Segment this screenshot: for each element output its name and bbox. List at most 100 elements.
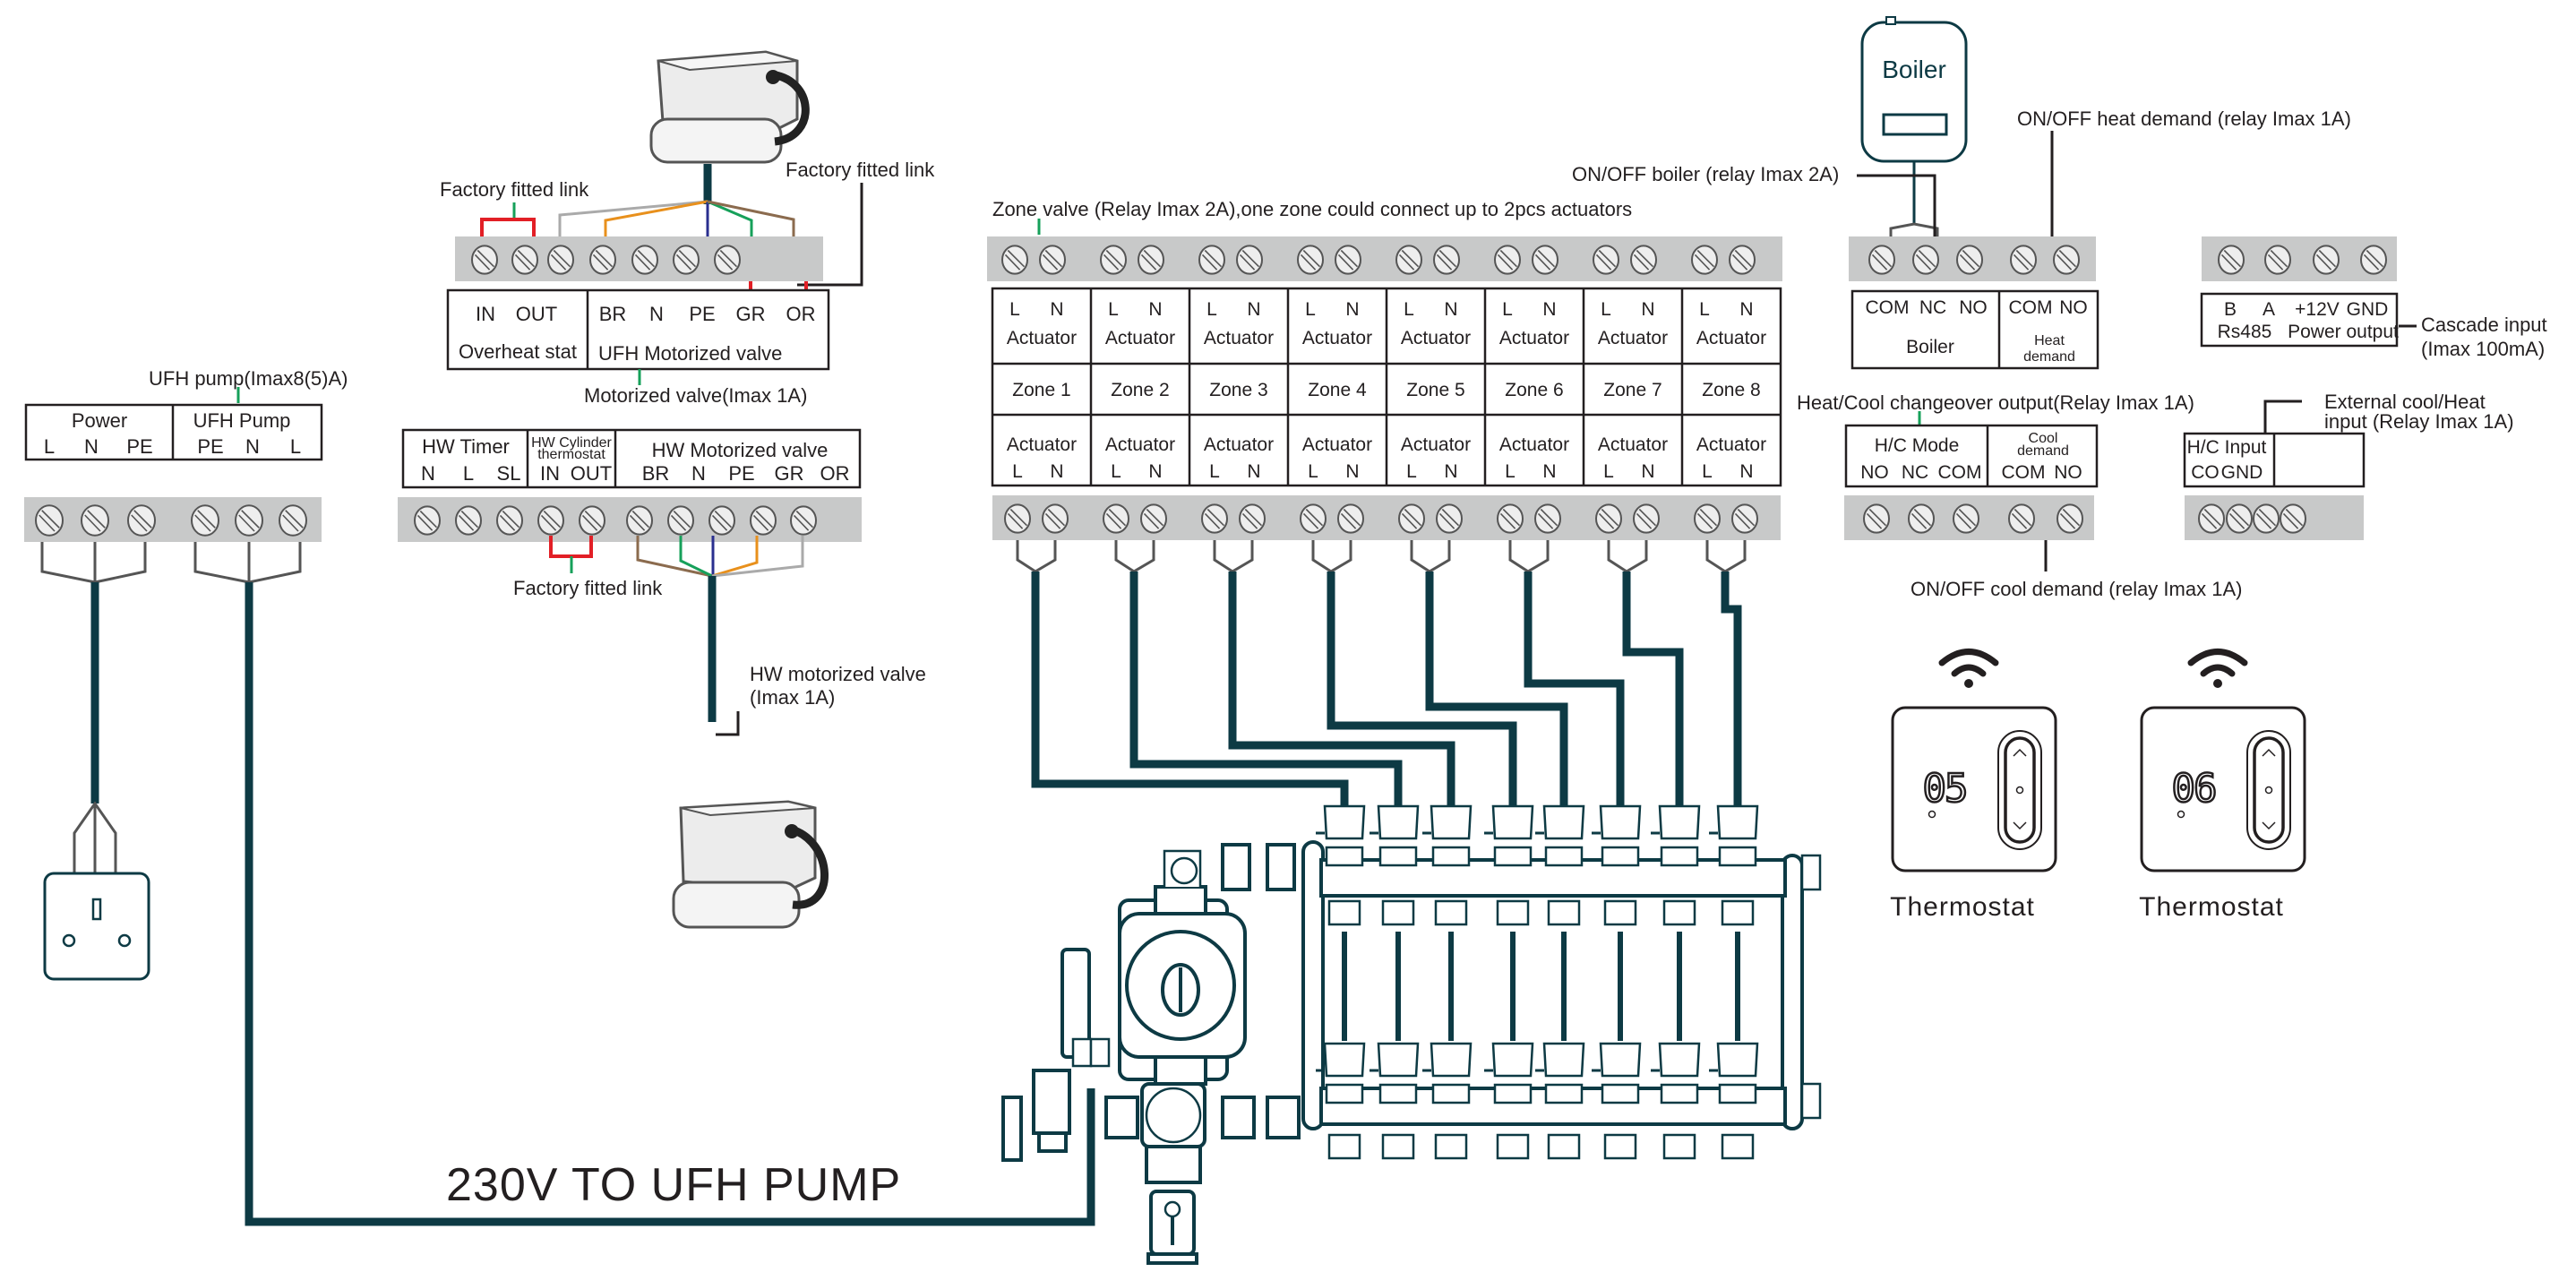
terminal-label: SL xyxy=(497,462,521,485)
hc-input-title: H/C Input xyxy=(2187,437,2267,458)
terminal-screw-icon xyxy=(2010,245,2037,275)
terminal-label: NC xyxy=(1902,462,1928,483)
cool-demand-callout: ON/OFF cool demand (relay Imax 1A) xyxy=(1911,578,2242,600)
motorized-valve-callout: Motorized valve(Imax 1A) xyxy=(584,384,807,407)
manifold-actuator-icon xyxy=(1422,804,1473,1160)
zone-cable xyxy=(1410,540,1568,806)
wifi-icon xyxy=(1938,649,1999,688)
zone-cable xyxy=(1016,540,1349,806)
terminal-screws xyxy=(471,245,741,275)
chevron-down-icon[interactable] xyxy=(2013,821,2027,830)
pump-voltage-label: 230V TO UFH PUMP xyxy=(446,1159,901,1211)
thermostat-body xyxy=(1891,706,2057,872)
terminal-screw-icon xyxy=(2360,245,2387,275)
terminal-screw-icon xyxy=(790,505,817,536)
terminal-label: OUT xyxy=(571,462,612,485)
terminal-label: N xyxy=(1542,299,1556,320)
terminal-screw-icon xyxy=(1395,245,1422,275)
select-button-icon[interactable] xyxy=(2264,786,2273,795)
terminal-screw-icon xyxy=(414,505,441,536)
power-block: UFH pump(Imax8(5)A) Power L N PE UFH Pum… xyxy=(24,367,348,542)
terminal-screw-icon xyxy=(81,504,109,537)
terminal-label: IN xyxy=(540,462,560,485)
terminal-screw-icon xyxy=(1595,503,1622,534)
hw-label-box xyxy=(401,428,862,489)
ufh-pump-cable: 230V TO UFH PUMP xyxy=(193,542,1095,1226)
chevron-up-icon[interactable] xyxy=(2262,748,2276,757)
terminal-label: N xyxy=(1148,299,1162,320)
terminal-label: L xyxy=(1505,461,1516,482)
terminal-label: NO xyxy=(2059,297,2088,318)
select-button-icon[interactable] xyxy=(2015,786,2024,795)
ufh-valve-label-box xyxy=(446,288,830,371)
wifi-icon xyxy=(2187,649,2248,688)
thermostat-control-pad[interactable] xyxy=(2246,730,2291,850)
terminal-label: GND xyxy=(2221,462,2263,483)
terminal-screw-icon xyxy=(1335,245,1361,275)
hw-valve-callout-imax: (Imax 1A) xyxy=(750,686,835,709)
terminal-label: A xyxy=(2263,299,2275,320)
terminal-screw-icon xyxy=(455,505,482,536)
terminal-screw-icon xyxy=(1863,503,1890,534)
terminal-label: N xyxy=(1641,299,1654,320)
terminal-label: N xyxy=(245,435,260,458)
terminal-screw-icon xyxy=(279,504,307,537)
terminal-label: N xyxy=(421,462,435,485)
heat-demand-title: Heat xyxy=(2034,333,2065,348)
terminal-label: N xyxy=(84,435,99,458)
terminal-screw-icon xyxy=(1042,503,1069,534)
hw-motorized-valve-title: HW Motorized valve xyxy=(652,439,829,461)
terminal-label: L xyxy=(290,435,301,458)
boiler-relay-callout: ON/OFF boiler (relay Imax 2A) xyxy=(1572,163,1839,185)
terminal-label: BR xyxy=(599,303,627,325)
terminal-label: N xyxy=(1444,299,1457,320)
terminal-label: OUT xyxy=(516,303,557,325)
terminal-screw-icon xyxy=(750,505,777,536)
external-input-callout: External cool/Heat xyxy=(2324,391,2486,413)
terminal-screw-icon xyxy=(1532,245,1558,275)
manifold-actuator-icon xyxy=(1592,804,1642,1160)
terminal-screw-icon xyxy=(1103,503,1129,534)
chevron-down-icon[interactable] xyxy=(2262,821,2276,830)
terminal-screw-icon xyxy=(35,504,64,537)
hc-changeover-callout: Heat/Cool changeover output(Relay Imax 1… xyxy=(1797,391,2194,414)
terminal-screw-icon xyxy=(235,504,263,537)
power-output-label: Power output xyxy=(2288,322,2399,342)
terminal-label: L xyxy=(1111,461,1121,482)
terminal-screw-icon xyxy=(2008,503,2035,534)
actuator-label: Actuator xyxy=(1204,434,1274,455)
terminal-label: N xyxy=(1345,299,1359,320)
terminal-screws xyxy=(1004,503,1758,534)
boiler-icon xyxy=(1860,21,1968,163)
terminal-screw-icon xyxy=(1236,245,1263,275)
chevron-up-icon[interactable] xyxy=(2013,748,2027,757)
factory-link-callout: Factory fitted link xyxy=(786,159,935,181)
actuator-label: Actuator xyxy=(1598,328,1668,348)
thermostat-control-pad[interactable] xyxy=(1997,730,2042,850)
terminal-label: NC xyxy=(1919,297,1946,318)
terminal-label: GR xyxy=(736,303,766,325)
terminal-label: N xyxy=(1247,461,1260,482)
zone-cable xyxy=(1705,540,1747,806)
terminal-screw-icon xyxy=(1039,245,1066,275)
thermostat-display: 06 xyxy=(2172,766,2216,812)
terminal-label: L xyxy=(1601,299,1611,320)
terminal-screw-icon xyxy=(1100,245,1127,275)
terminal-screw-icon xyxy=(496,505,523,536)
terminal-screw-icon xyxy=(1630,245,1657,275)
terminal-screw-icon xyxy=(673,245,700,275)
terminal-label: N xyxy=(1739,299,1753,320)
terminal-label: PE xyxy=(689,303,715,325)
terminal-screw-icon xyxy=(1868,245,1895,275)
actuator-label: Actuator xyxy=(1401,328,1471,348)
zone-name: Zone 2 xyxy=(1111,380,1169,400)
terminal-screws xyxy=(1868,245,2080,275)
heat-demand-callout: ON/OFF heat demand (relay Imax 1A) xyxy=(2017,107,2351,130)
overheat-stat-title: Overheat stat xyxy=(459,340,577,363)
terminal-screw-icon xyxy=(2053,245,2080,275)
actuator-label: Actuator xyxy=(1401,434,1471,455)
